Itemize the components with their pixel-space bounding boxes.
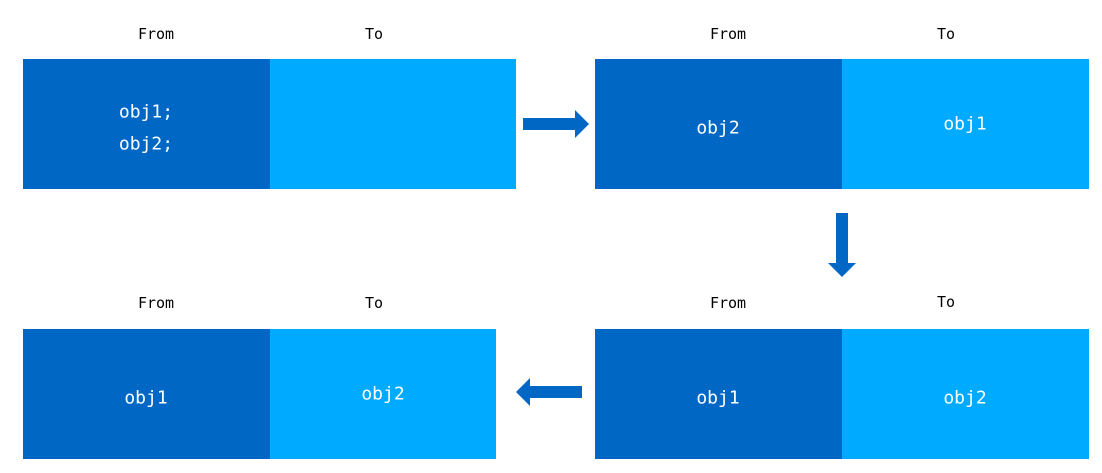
stage-1-from-item-2: obj2; xyxy=(118,133,174,155)
stage-2-from-region xyxy=(595,59,842,189)
stage-1-from-item-1: obj1; xyxy=(118,101,174,123)
stage-4-to-region xyxy=(270,329,496,459)
stage-4-to-label: To xyxy=(364,294,384,312)
stage-1-to-label: To xyxy=(364,25,384,43)
stage-4-from-item-1: obj1 xyxy=(124,387,168,409)
stage-1-from-region xyxy=(23,59,270,189)
arrow-right-icon xyxy=(523,110,589,138)
stage-2-to-label: To xyxy=(936,25,956,43)
stage-4-from-label: From xyxy=(137,294,175,312)
stage-3-from-item-1: obj1 xyxy=(696,387,740,409)
arrow-left-icon xyxy=(516,378,582,406)
stage-1-to-region xyxy=(270,59,516,189)
stage-2-to-item-1: obj1 xyxy=(943,113,987,135)
stage-2-from-item-1: obj2 xyxy=(696,117,740,139)
stage-2-from-label: From xyxy=(709,25,747,43)
stage-3-from-region xyxy=(595,329,842,459)
stage-3-to-region xyxy=(842,329,1089,459)
stage-4-to-item-1: obj2 xyxy=(361,383,405,405)
stage-1-from-label: From xyxy=(137,25,175,43)
stage-3-to-label: To xyxy=(936,293,956,311)
stage-4-from-region xyxy=(23,329,270,459)
arrow-down-icon xyxy=(828,213,856,277)
stage-2-to-region xyxy=(842,59,1089,189)
stage-3-to-item-1: obj2 xyxy=(943,387,987,409)
stage-3-from-label: From xyxy=(709,294,747,312)
